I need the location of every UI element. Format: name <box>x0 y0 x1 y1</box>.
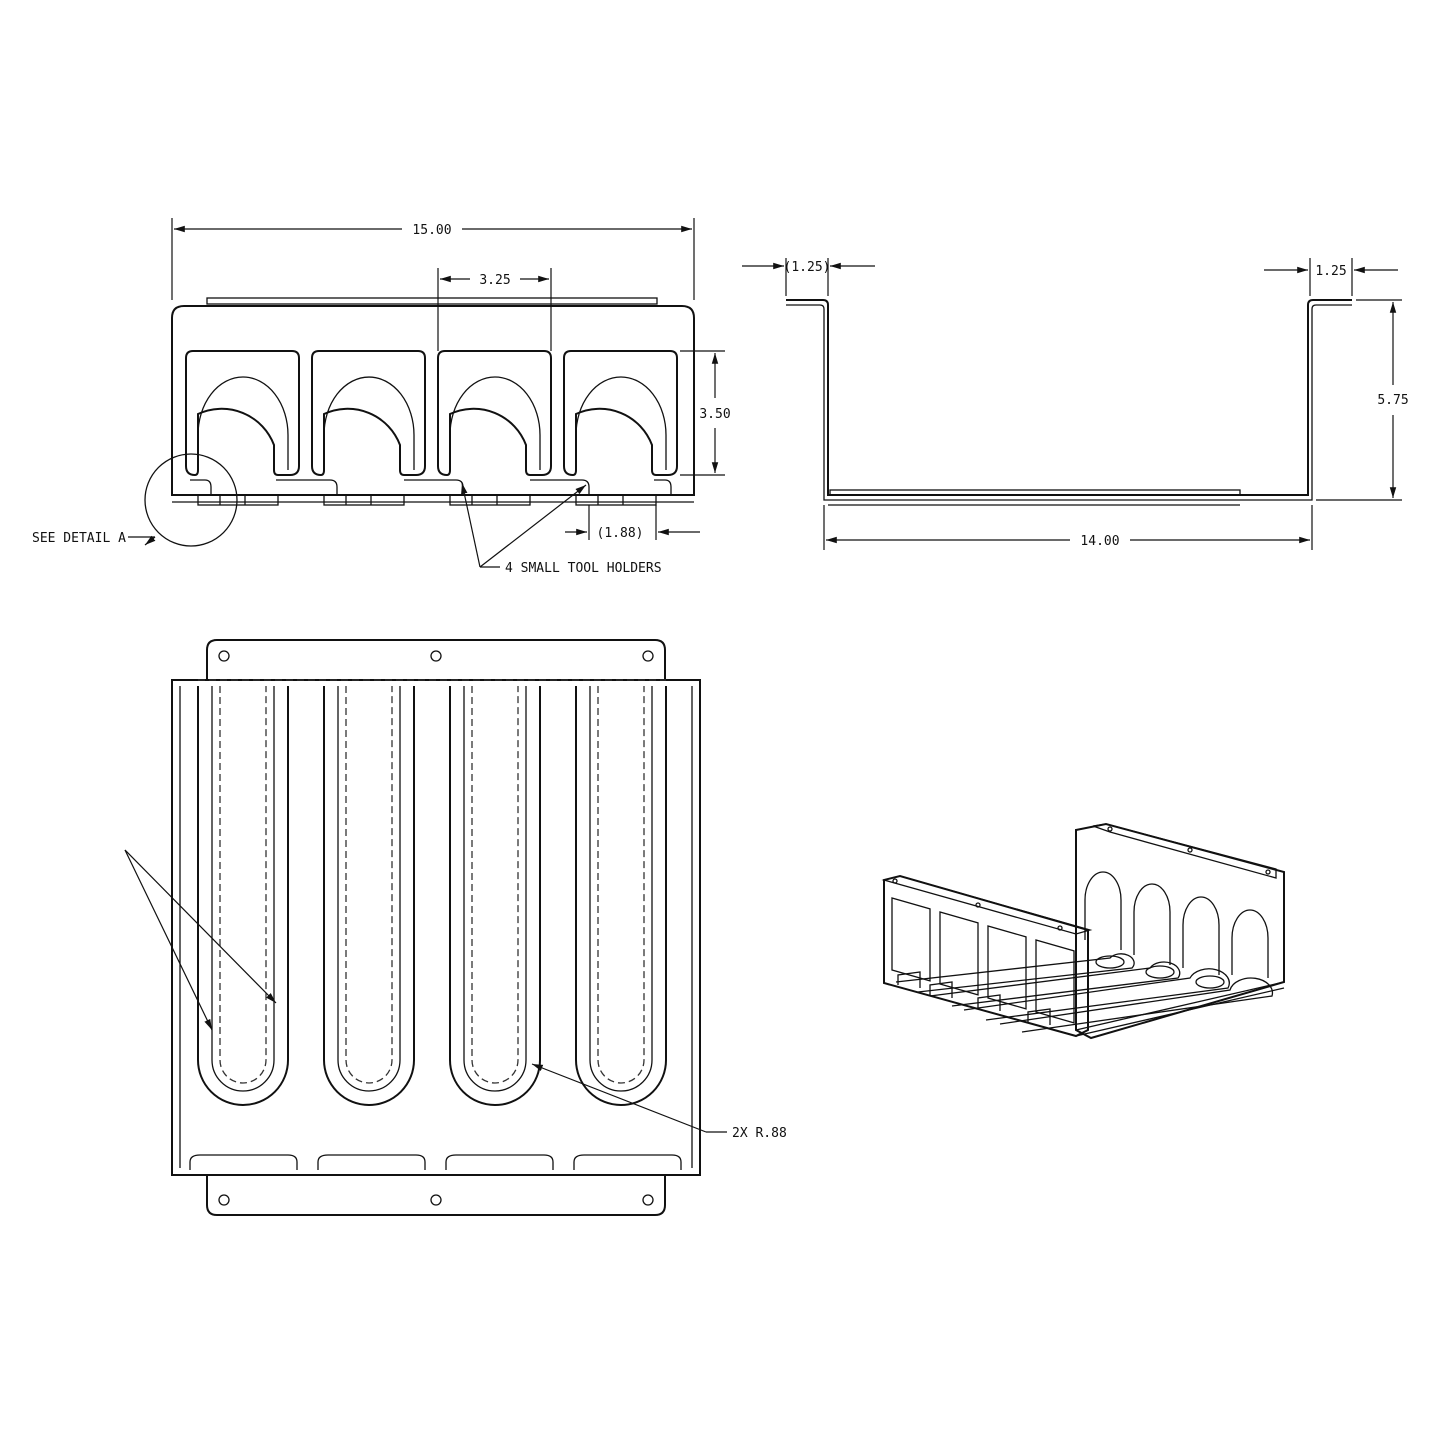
dim-slot-height: 3.50 <box>680 350 731 476</box>
top-rail <box>206 297 658 305</box>
dim-overall-width: 15.00 <box>171 218 695 300</box>
mounting-hole <box>430 1194 442 1206</box>
mounting-hole <box>218 1194 230 1206</box>
front-plate-outline <box>171 305 695 496</box>
dim-holder-width: (1.88) <box>565 505 700 541</box>
holder-pads <box>189 1154 682 1170</box>
iso-back-arch <box>1084 871 1122 950</box>
iso-hole <box>1057 925 1063 931</box>
dim-side-height-label: 5.75 <box>1377 393 1408 408</box>
iso-back-flange <box>1092 823 1277 879</box>
iso-hole <box>975 902 981 908</box>
iso-front-window <box>987 925 1027 1010</box>
iso-back-arch <box>1182 896 1220 975</box>
small-tool-holders <box>190 479 672 506</box>
dim-side-height: 5.75 <box>1316 299 1409 501</box>
small-tool-holders-note: 4 SMALL TOOL HOLDERS <box>505 561 662 576</box>
dim-overall-width-label: 15.00 <box>412 223 451 238</box>
iso-base-slots <box>895 953 1274 1033</box>
tool-slot <box>311 350 426 477</box>
u-slot <box>575 686 667 1106</box>
side-profile-inner <box>786 304 1352 501</box>
u-slot <box>323 686 415 1106</box>
iso-holder-tab <box>977 994 1001 1011</box>
iso-hole <box>1107 826 1113 832</box>
front-view: 15.00 3.25 3.50 (1.88) SE <box>32 218 731 576</box>
mounting-hole <box>430 650 442 662</box>
left-leader-2 <box>124 849 277 1004</box>
u-slot <box>197 686 289 1106</box>
iso-hole <box>1187 847 1193 853</box>
iso-front-window <box>939 911 979 996</box>
iso-holder-tab <box>929 981 953 998</box>
iso-front-window <box>1035 939 1075 1024</box>
dim-right-flange: 1.25 <box>1264 258 1398 296</box>
iso-front-flange <box>881 875 1093 935</box>
iso-hole <box>1265 869 1271 875</box>
iso-back-arch <box>1133 883 1171 965</box>
radius-note: 2X R.88 <box>732 1126 787 1141</box>
mounting-hole <box>642 1194 654 1206</box>
see-detail-note: SEE DETAIL A <box>32 531 126 546</box>
dim-holder-width-label: (1.88) <box>597 526 644 541</box>
iso-front-window <box>891 897 931 982</box>
dim-base-length-label: 14.00 <box>1080 534 1119 549</box>
iso-holder-tab <box>1027 1008 1051 1025</box>
left-leader-1 <box>124 849 213 1031</box>
dim-slot-height-label: 3.50 <box>699 407 730 422</box>
iso-hole <box>892 878 898 884</box>
iso-base-edge <box>1075 981 1285 1031</box>
iso-holder-tab <box>897 971 921 988</box>
top-view: 2X R.88 <box>124 639 787 1216</box>
top-flange <box>206 639 666 680</box>
dim-slot-pitch: 3.25 <box>437 268 552 351</box>
mounting-hole <box>642 650 654 662</box>
base-plate <box>171 679 701 1176</box>
detail-a-circle <box>144 453 238 547</box>
radius-leader-arrow <box>531 1063 707 1133</box>
dim-slot-pitch-label: 3.25 <box>479 273 510 288</box>
holders-leader-arrow-2 <box>479 484 587 568</box>
dim-left-flange: (1.25) <box>742 258 875 296</box>
tool-slot <box>437 350 552 477</box>
iso-base-edge <box>1075 987 1285 1037</box>
side-profile-outer <box>786 299 1352 496</box>
u-slot <box>449 686 541 1106</box>
side-base-rail <box>829 489 1241 496</box>
mounting-hole <box>218 650 230 662</box>
dim-left-flange-label: (1.25) <box>784 260 831 275</box>
bottom-flange <box>206 1175 666 1216</box>
detail-leader-arrow <box>144 535 156 546</box>
dim-base-length: 14.00 <box>823 505 1313 550</box>
tool-slot <box>185 350 300 477</box>
side-view: (1.25) 1.25 5.75 14.00 <box>742 258 1409 550</box>
holders-leader-arrow-1 <box>461 482 481 568</box>
iso-back-arch <box>1231 909 1269 978</box>
isometric-view <box>881 822 1285 1040</box>
tool-slot <box>563 350 678 477</box>
dim-right-flange-label: 1.25 <box>1315 264 1346 279</box>
